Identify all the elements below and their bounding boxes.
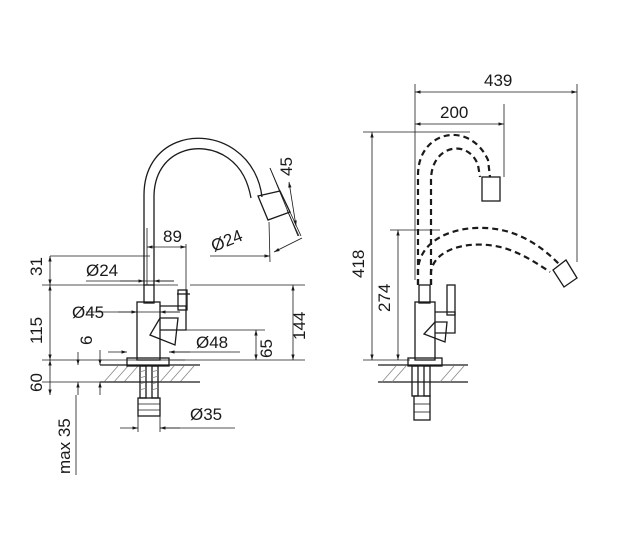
dim-width-200: 200 <box>440 103 468 122</box>
dim-height-31: 31 <box>27 257 46 276</box>
countertop-right <box>378 364 468 383</box>
dim-diameter-48: Ø48 <box>196 333 228 352</box>
dim-max-35: max 35 <box>55 418 74 474</box>
dim-height-6: 6 <box>77 336 96 345</box>
dim-diameter-24-spout: Ø24 <box>208 226 245 256</box>
faucet-body-right <box>407 284 456 421</box>
flexible-spout-lower <box>416 226 578 288</box>
right-view: 439 200 418 274 <box>349 71 578 421</box>
dim-width-439: 439 <box>484 71 512 90</box>
dim-height-65: 65 <box>257 339 276 358</box>
dim-height-274: 274 <box>375 284 394 312</box>
faucet-body-left <box>126 137 291 417</box>
dim-diameter-24-top: Ø24 <box>86 261 118 280</box>
dim-height-45: 45 <box>277 157 296 176</box>
dim-height-60: 60 <box>27 373 46 392</box>
dim-diameter-45: Ø45 <box>72 303 104 322</box>
countertop-left <box>100 364 200 383</box>
dimension-lines-left <box>48 167 303 475</box>
dim-diameter-35: Ø35 <box>190 405 222 424</box>
dim-width-89: 89 <box>163 227 182 246</box>
dim-height-144: 144 <box>290 312 309 340</box>
flexible-spout-upper <box>416 133 501 285</box>
dim-height-115: 115 <box>27 317 46 344</box>
dim-height-418: 418 <box>349 250 368 278</box>
dimension-lines-right <box>370 90 577 360</box>
extension-lines-right <box>363 84 578 361</box>
left-view: Ø24 89 Ø45 Ø48 Ø35 Ø24 45 31 115 6 60 ma… <box>27 137 309 475</box>
